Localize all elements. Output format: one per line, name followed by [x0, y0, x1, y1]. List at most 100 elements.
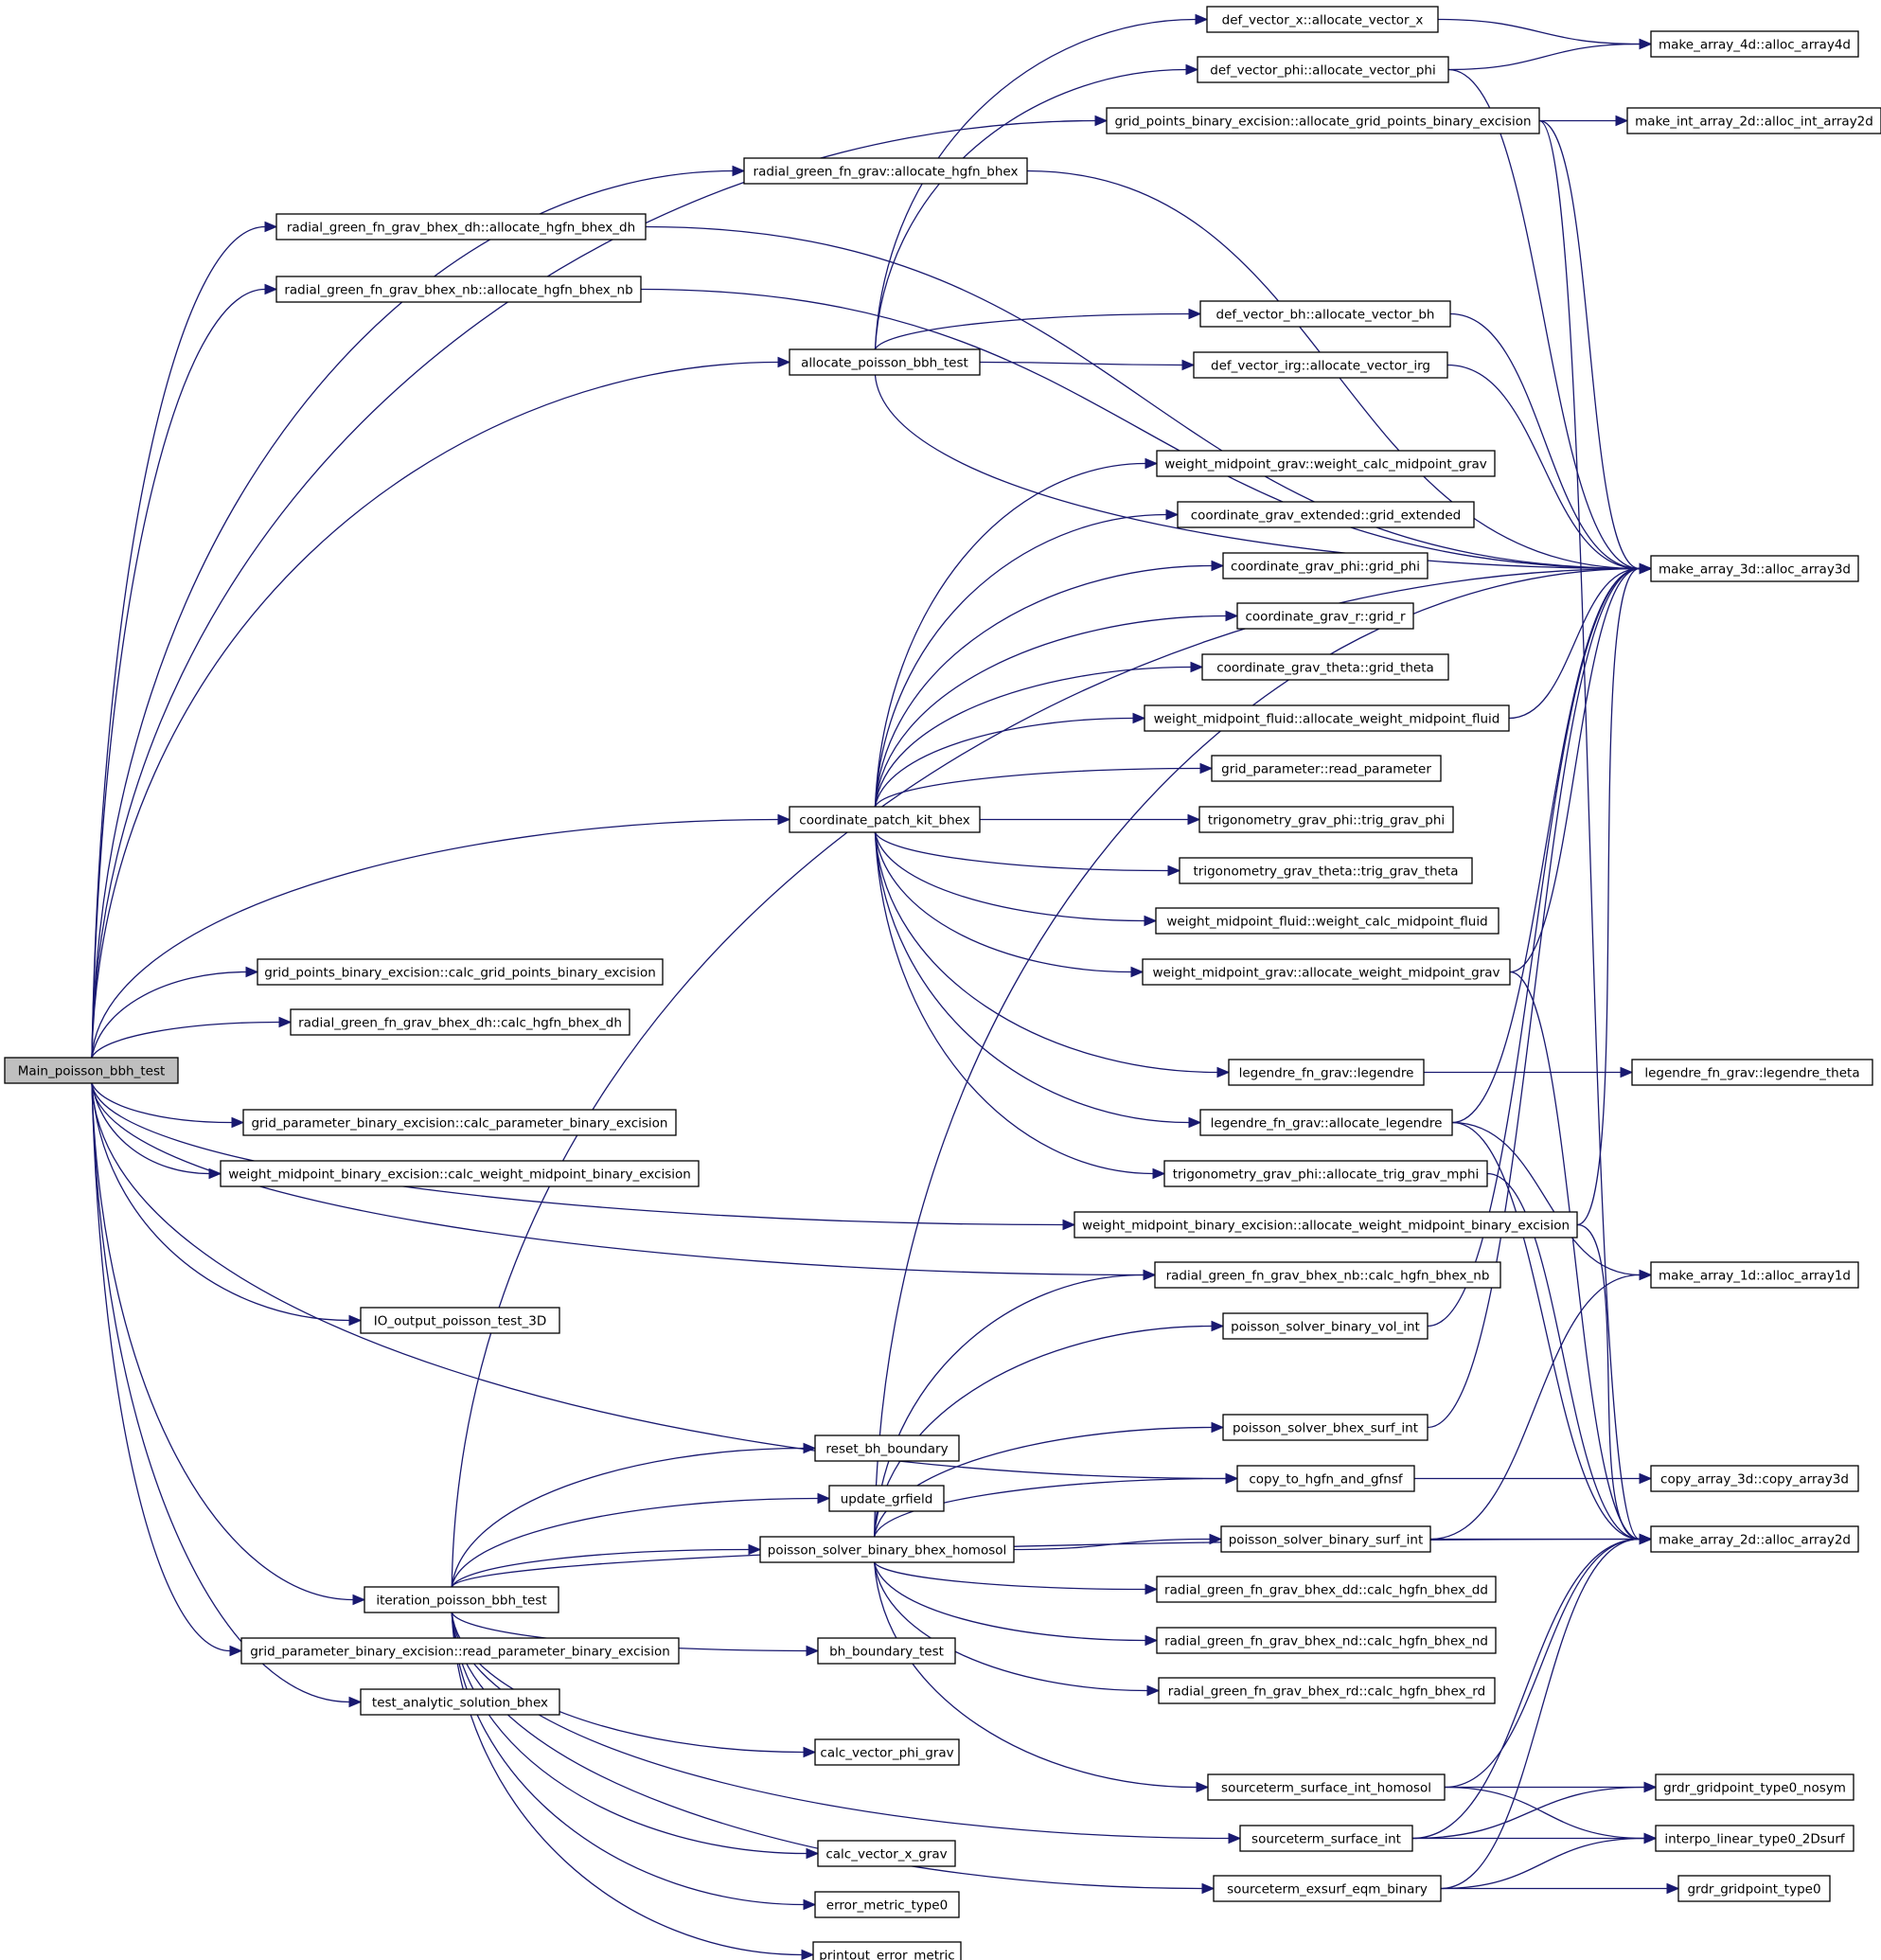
edge-main-to-rg-dh-alloc — [91, 221, 278, 1059]
node-print-err[interactable]: printout_error_metric — [812, 1941, 962, 1960]
node-upd-gr[interactable]: update_grfield — [828, 1485, 945, 1512]
node-rg-nd-calc[interactable]: radial_green_fn_grav_bhex_nd::calc_hgfn_… — [1156, 1627, 1497, 1654]
node-label: iteration_poisson_bbh_test — [376, 1594, 546, 1609]
node-tgtheta[interactable]: trigonometry_grav_theta::trig_grav_theta — [1179, 857, 1473, 884]
node-reset-bh[interactable]: reset_bh_boundary — [814, 1434, 960, 1462]
edge-line — [874, 831, 1190, 1124]
node-box — [1154, 1261, 1501, 1289]
node-cgr[interactable]: coordinate_grav_r::grid_r — [1236, 602, 1414, 630]
node-def-vector-bh[interactable]: def_vector_bh::allocate_vector_bh — [1199, 300, 1451, 328]
node-gp-read[interactable]: grid_parameter::read_parameter — [1211, 755, 1442, 782]
node-wmf-alloc[interactable]: weight_midpoint_fluid::allocate_weight_m… — [1144, 704, 1510, 732]
node-label: def_vector_phi::allocate_vector_phi — [1210, 63, 1435, 79]
node-rg-alloc[interactable]: radial_green_fn_grav::allocate_hgfn_bhex — [743, 157, 1028, 185]
node-box — [1198, 806, 1454, 833]
edge-arrowhead — [1195, 13, 1209, 26]
node-err-metric[interactable]: error_metric_type0 — [814, 1891, 960, 1918]
node-calc-x[interactable]: calc_vector_x_grav — [817, 1840, 956, 1867]
node-label: weight_midpoint_fluid::allocate_weight_m… — [1154, 712, 1500, 727]
call-nodes: Main_poisson_bbh_test def_vector_x::alloc… — [4, 6, 1881, 1960]
node-st-exsurf[interactable]: sourceterm_exsurf_eqm_binary — [1213, 1875, 1442, 1902]
node-label: interpo_linear_type0_2Dsurf — [1664, 1832, 1846, 1847]
node-interpo[interactable]: interpo_linear_type0_2Dsurf — [1655, 1825, 1854, 1852]
node-cgtheta[interactable]: coordinate_grav_theta::grid_theta — [1201, 653, 1449, 681]
node-box — [364, 1586, 559, 1613]
node-label: IO_output_poisson_test_3D — [374, 1314, 547, 1329]
node-rg-dh-calc[interactable]: radial_green_fn_grav_bhex_dh::calc_hgfn_… — [290, 1008, 630, 1036]
node-alloc-pbt[interactable]: allocate_poisson_bbh_test — [789, 348, 981, 376]
node-box — [1199, 1109, 1453, 1136]
node-tgphi-alloc[interactable]: trigonometry_grav_phi::allocate_trig_gra… — [1163, 1160, 1488, 1187]
node-box — [360, 1307, 560, 1334]
node-iter[interactable]: iteration_poisson_bbh_test — [364, 1586, 559, 1613]
node-cgphi[interactable]: coordinate_grav_phi::grid_phi — [1222, 552, 1428, 579]
node-grdr[interactable]: grdr_gridpoint_type0 — [1677, 1875, 1831, 1902]
edge-line — [91, 1082, 350, 1703]
node-grdr-nosym[interactable]: grdr_gridpoint_type0_nosym — [1655, 1773, 1854, 1801]
edge-arrowhead — [264, 283, 278, 295]
node-gp-alloc[interactable]: grid_points_binary_excision::allocate_gr… — [1106, 107, 1540, 134]
node-wmg-calc[interactable]: weight_midpoint_grav::weight_calc_midpoi… — [1156, 450, 1496, 477]
edge-arrowhead — [1185, 63, 1199, 76]
node-tgphi[interactable]: trigonometry_grav_phi::trig_grav_phi — [1198, 806, 1454, 833]
edge-cpk-to-leg — [874, 831, 1231, 1078]
node-alloc-int2d[interactable]: make_int_array_2d::alloc_int_array2d — [1626, 107, 1881, 134]
node-alloc2d[interactable]: make_array_2d::alloc_array2d — [1650, 1525, 1859, 1553]
node-gpbe-calc[interactable]: grid_points_binary_excision::calc_grid_p… — [257, 958, 664, 986]
node-cpk[interactable]: coordinate_patch_kit_bhex — [789, 806, 981, 833]
edge-line — [874, 312, 1190, 350]
node-leg-alloc[interactable]: legendre_fn_grav::allocate_legendre — [1199, 1109, 1453, 1136]
node-calc-phi[interactable]: calc_vector_phi_grav — [814, 1738, 960, 1766]
node-copy-hgfn[interactable]: copy_to_hgfn_and_gfnsf — [1236, 1465, 1415, 1492]
node-label: test_analytic_solution_bhex — [372, 1696, 548, 1711]
node-box — [242, 1109, 677, 1136]
node-rg-dd-calc[interactable]: radial_green_fn_grav_bhex_dd::calc_hgfn_… — [1156, 1576, 1497, 1603]
node-io-out[interactable]: IO_output_poisson_test_3D — [360, 1307, 560, 1334]
node-box — [1142, 958, 1511, 986]
node-st-int[interactable]: sourceterm_surface_int — [1239, 1825, 1413, 1852]
node-ps-bsurf[interactable]: poisson_solver_bhex_surf_int — [1222, 1414, 1428, 1441]
edge-line — [451, 1497, 819, 1588]
node-wmf-calc[interactable]: weight_midpoint_fluid::weight_calc_midpo… — [1155, 907, 1499, 935]
node-gpar-read[interactable]: grid_parameter_binary_excision::read_par… — [240, 1637, 680, 1665]
node-copy3d[interactable]: copy_array_3d::copy_array3d — [1650, 1465, 1859, 1492]
node-alloc1d[interactable]: make_array_1d::alloc_array1d — [1650, 1261, 1859, 1289]
node-def-vector-phi[interactable]: def_vector_phi::allocate_vector_phi — [1197, 56, 1449, 83]
node-bh-test[interactable]: bh_boundary_test — [817, 1637, 956, 1665]
edge-cpk-to-cge — [874, 508, 1180, 808]
node-rg-nb-alloc[interactable]: radial_green_fn_grav_bhex_nb::allocate_h… — [275, 276, 642, 303]
node-box — [1222, 552, 1428, 579]
node-def-vector-x[interactable]: def_vector_x::allocate_vector_x — [1206, 6, 1439, 33]
node-def-vector-irg[interactable]: def_vector_irg::allocate_vector_irg — [1193, 351, 1448, 379]
node-alloc4d[interactable]: make_array_4d::alloc_array4d — [1650, 30, 1859, 58]
node-ps-vol[interactable]: poisson_solver_binary_vol_int — [1222, 1312, 1428, 1340]
node-ps-homo[interactable]: poisson_solver_binary_bhex_homosol — [759, 1536, 1015, 1563]
node-test-analytic[interactable]: test_analytic_solution_bhex — [360, 1688, 560, 1716]
node-box — [1206, 6, 1439, 33]
node-wmg-alloc[interactable]: weight_midpoint_grav::allocate_weight_mi… — [1142, 958, 1511, 986]
node-rg-nb-calc[interactable]: radial_green_fn_grav_bhex_nb::calc_hgfn_… — [1154, 1261, 1501, 1289]
node-main[interactable]: Main_poisson_bbh_test — [4, 1057, 179, 1084]
node-wmbe-alloc[interactable]: weight_midpoint_binary_excision::allocat… — [1074, 1211, 1578, 1238]
node-label: radial_green_fn_grav_bhex_dh::calc_hgfn_… — [298, 1016, 622, 1031]
node-leg[interactable]: legendre_fn_grav::legendre — [1228, 1059, 1425, 1086]
node-rg-dh-alloc[interactable]: radial_green_fn_grav_bhex_dh::allocate_h… — [275, 213, 647, 241]
node-leg-theta[interactable]: legendre_fn_grav::legendre_theta — [1631, 1059, 1873, 1086]
edge-line — [874, 374, 1641, 570]
node-ps-surf[interactable]: poisson_solver_binary_surf_int — [1220, 1525, 1431, 1553]
node-label: make_array_3d::alloc_array3d — [1659, 562, 1851, 578]
edge-cpk-to-wmf-calc — [874, 831, 1158, 927]
node-alloc3d[interactable]: make_array_3d::alloc_array3d — [1650, 555, 1859, 582]
edge-arrowhead — [348, 1314, 363, 1327]
edge-cpk-to-tgtheta — [874, 831, 1181, 877]
edge-line — [1440, 1837, 1645, 1890]
node-box — [1193, 351, 1448, 379]
node-box — [275, 213, 647, 241]
node-cge[interactable]: coordinate_grav_extended::grid_extended — [1177, 501, 1475, 528]
node-wmbe-calc[interactable]: weight_midpoint_binary_excision::calc_we… — [220, 1160, 700, 1187]
edge-ps-surf-to-alloc2d — [1429, 1533, 1653, 1545]
node-gpar-calc[interactable]: grid_parameter_binary_excision::calc_par… — [242, 1109, 677, 1136]
edge-arrowhead — [1145, 1583, 1159, 1595]
node-st-homo[interactable]: sourceterm_surface_int_homosol — [1207, 1773, 1446, 1801]
node-rg-rd-calc[interactable]: radial_green_fn_grav_bhex_rd::calc_hgfn_… — [1158, 1677, 1496, 1704]
